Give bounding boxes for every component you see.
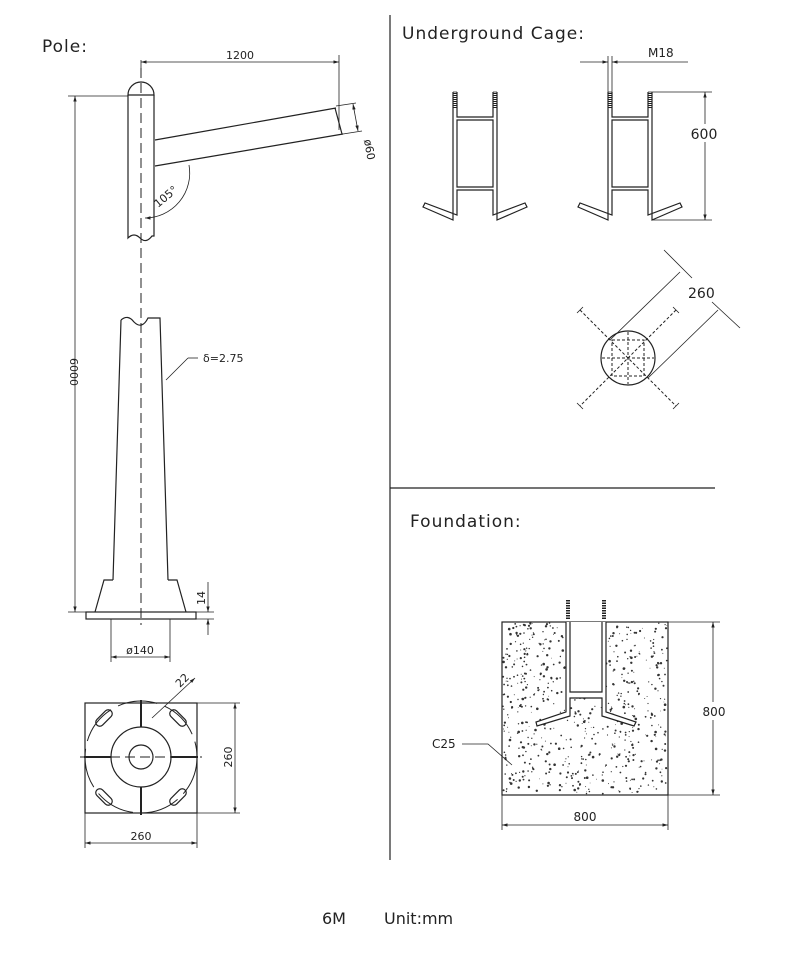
cage-elevation xyxy=(422,91,528,221)
cage-spacing-dim: 260 xyxy=(688,286,715,302)
arm-angle-dim: 105° xyxy=(152,183,181,210)
cage-title: Underground Cage: xyxy=(402,24,585,44)
underground-cage: Underground Cage: M18 600 260 xyxy=(402,24,741,410)
foundation: Foundation: 800 800 C25 xyxy=(410,512,730,830)
plate-height-dim: 260 xyxy=(222,747,235,768)
foundation-width-dim: 800 xyxy=(574,810,597,824)
foundation-height-dim: 800 xyxy=(703,705,726,719)
pole-size-label: 6M xyxy=(322,909,346,928)
unit-label: Unit:mm xyxy=(384,909,453,928)
base-diameter-dim: ø140 xyxy=(126,644,154,657)
pole-title: Pole: xyxy=(42,37,88,57)
bolt-slot-dim: 22 xyxy=(173,671,192,690)
base-plate-plan: 22 260 260 xyxy=(80,671,240,848)
plate-width-dim: 260 xyxy=(131,830,152,843)
concrete-grade-label: C25 xyxy=(432,737,456,751)
foundation-title: Foundation: xyxy=(410,512,522,532)
flange-thickness-dim: 14 xyxy=(195,591,208,605)
wall-thickness-dim: δ=2.75 xyxy=(203,352,243,365)
bolt-size-dim: M18 xyxy=(648,46,674,60)
arm-diameter-dim: ø60 xyxy=(361,138,377,161)
arm-length-dim: 1200 xyxy=(226,49,254,62)
pole-elevation: Pole: 1200 ø60 105° 6000 δ=2. xyxy=(42,37,377,662)
cage-height-dim: 600 xyxy=(691,127,718,143)
pole-height-dim: 6000 xyxy=(67,358,80,386)
